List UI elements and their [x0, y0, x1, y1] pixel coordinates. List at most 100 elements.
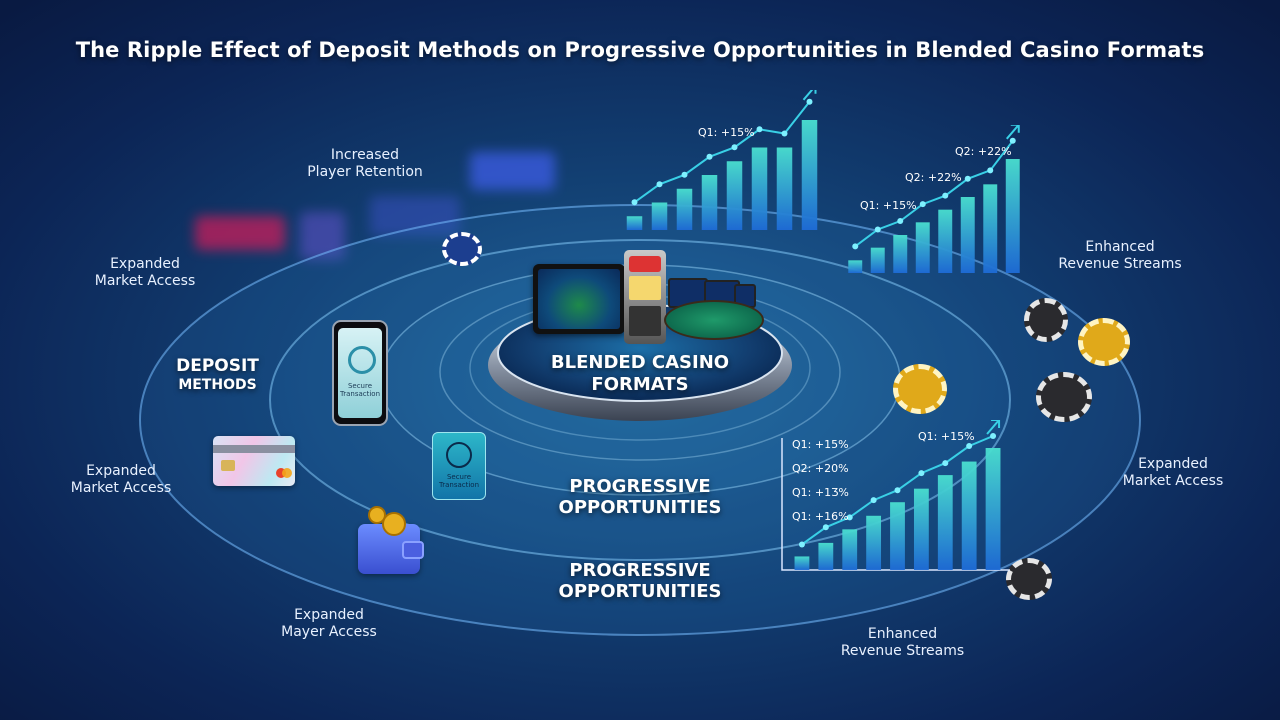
chart-bar — [870, 247, 885, 273]
chart-point — [918, 470, 925, 477]
chart-bar — [776, 147, 793, 230]
chart-bar — [794, 556, 810, 570]
credit-card-icon — [213, 436, 295, 486]
background-light-purple — [300, 212, 345, 260]
chart-point — [822, 524, 829, 531]
chart-annotation: Q2: +22% — [955, 145, 1012, 158]
chart-point — [942, 192, 949, 199]
growth-chart-bottom: Q1: +15% Q2: +20% Q1: +1Ʒ% Q1: +16% Q1: +15% — [781, 420, 1010, 571]
chart-arrow — [1005, 125, 1020, 140]
chart-point — [631, 199, 638, 206]
deposit-methods-label: DEPOSIT METHODS — [176, 356, 259, 393]
chart-annotation: Q1: +1Ʒ% — [792, 486, 849, 499]
chart-bar — [960, 197, 975, 273]
chart-bar — [651, 202, 668, 230]
slot-machine-icon — [624, 250, 666, 344]
chart-bar — [938, 209, 953, 273]
chart-point — [942, 460, 949, 467]
background-light-red — [195, 216, 285, 250]
chart-bar — [866, 515, 882, 570]
chart-annotation: Q1: +16% — [792, 510, 849, 523]
poker-chip-icon — [1078, 318, 1130, 366]
chart-bar — [626, 216, 643, 230]
poker-chip-icon — [1036, 372, 1092, 422]
chart-point — [897, 218, 904, 224]
card-table-icon — [664, 300, 764, 340]
chart-point — [1009, 137, 1016, 144]
chart-bar — [1005, 159, 1020, 273]
background-light-blue-2 — [370, 196, 460, 236]
chart-point — [966, 442, 973, 449]
chart-bar — [818, 542, 834, 570]
growth-chart-top: Q1: +15% — [626, 90, 818, 230]
chart-bar — [842, 529, 858, 570]
chart-bar — [937, 475, 953, 570]
chart-point — [874, 226, 881, 233]
chart-point — [919, 201, 926, 208]
tablet-icon — [533, 264, 625, 334]
chart-bar — [751, 147, 768, 230]
chart-bar — [801, 120, 818, 230]
chart-point — [798, 541, 805, 548]
chart-bar — [983, 184, 998, 273]
chart-bar — [913, 488, 929, 570]
page-title: The Ripple Effect of Deposit Methods on … — [75, 38, 1205, 62]
gold-coin-icon — [382, 512, 406, 536]
center-title: BLENDED CASINO FORMATS — [550, 352, 730, 395]
chart-annotation: Q1: +15% — [860, 199, 917, 212]
chart-point — [706, 153, 713, 160]
chart-bar — [701, 175, 718, 230]
chart-bar — [890, 502, 905, 570]
chart-point — [731, 144, 738, 151]
chart-arrow — [986, 420, 1001, 435]
chart-bar — [985, 448, 1001, 570]
poker-chip-icon — [1006, 558, 1052, 600]
chart-point — [990, 433, 997, 439]
chart-trend-line — [633, 101, 811, 204]
chart-axis — [781, 438, 1010, 571]
chart-point — [756, 126, 763, 133]
chart-point — [656, 181, 663, 188]
progressive-opportunities-label: PROGRESSIVE OPPORTUNITIES — [558, 476, 722, 518]
chart-point — [894, 487, 901, 494]
background-light-blue — [470, 152, 555, 190]
chart-point — [870, 497, 877, 504]
chart-arrow — [802, 90, 817, 101]
chart-point — [781, 130, 788, 137]
chart-point — [681, 171, 688, 178]
wallet-icon — [358, 524, 424, 574]
poker-chip-icon — [442, 232, 482, 266]
poker-chip-icon — [1024, 298, 1068, 342]
poker-chip-icon — [893, 364, 947, 414]
chart-bar — [893, 235, 908, 273]
chart-point — [852, 243, 859, 250]
chart-annotation: Q1: +15% — [698, 126, 755, 139]
chart-bar — [848, 260, 863, 273]
chart-point — [806, 98, 813, 105]
chart-trend-line — [854, 140, 1014, 248]
chart-point — [846, 514, 853, 521]
growth-chart-right: Q1: +15% Q2: +22% Q2: +22% — [848, 125, 1020, 273]
network-icon — [446, 442, 472, 468]
chart-bar — [726, 161, 743, 230]
chart-bar — [676, 188, 693, 230]
chart-bar — [961, 461, 977, 570]
chart-annotation: Q1: +15% — [918, 430, 975, 443]
chart-bar — [915, 222, 930, 273]
chart-annotation: Q2: +20% — [792, 462, 849, 475]
contactless-icon — [348, 346, 376, 374]
chart-point — [964, 175, 971, 182]
progressive-opportunities-label: PROGRESSIVE OPPORTUNITIES — [558, 560, 722, 602]
chart-annotation: Q2: +22% — [905, 171, 962, 184]
chart-annotation: Q1: +15% — [792, 438, 849, 451]
gold-coin-icon — [368, 506, 386, 524]
